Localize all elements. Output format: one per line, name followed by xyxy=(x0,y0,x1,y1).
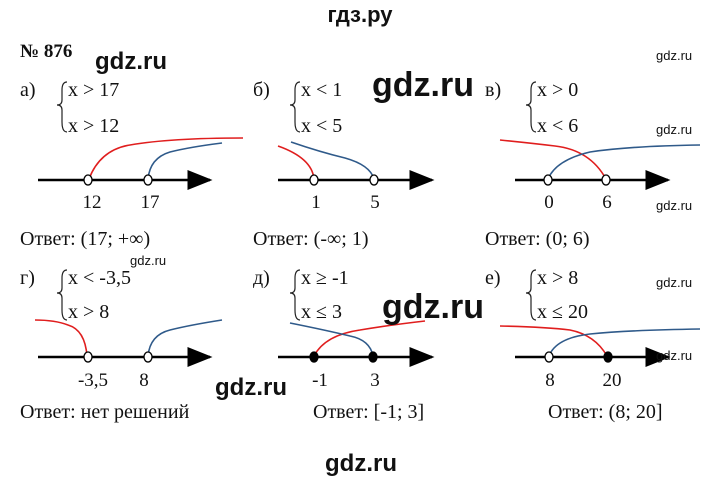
open-point xyxy=(143,174,153,186)
watermark: gdz.ru xyxy=(215,374,287,401)
label-d: д) xyxy=(253,267,270,289)
brace-d xyxy=(289,269,301,321)
watermark: gdz.ru xyxy=(382,288,484,326)
ineq-d-2: x ≤ 3 xyxy=(301,301,342,323)
answer-v: Ответ: (0; 6) xyxy=(485,228,590,250)
answer-d: Ответ: [-1; 3] xyxy=(313,401,425,423)
brace-b xyxy=(289,81,301,133)
tick-label: 8 xyxy=(139,370,149,391)
tick-label: 1 xyxy=(311,192,321,213)
brace-g xyxy=(56,269,68,321)
tick-label: 20 xyxy=(602,370,622,391)
open-point xyxy=(544,351,554,363)
label-g: г) xyxy=(20,267,35,289)
tick-label: -3,5 xyxy=(77,370,109,391)
watermark: gdz.ru xyxy=(95,48,167,75)
tick-label: 0 xyxy=(544,192,554,213)
tick-label: -1 xyxy=(312,370,328,391)
tick-label: 5 xyxy=(370,192,380,213)
watermark: gdz.ru xyxy=(130,253,167,268)
brace-v xyxy=(525,81,537,133)
brace-a xyxy=(56,81,68,133)
ineq-d-1: x ≥ -1 xyxy=(301,267,349,289)
blue-arcs xyxy=(147,141,701,357)
label-b: б) xyxy=(253,79,270,101)
tick-label: 8 xyxy=(545,370,555,391)
watermark: gdz.ru xyxy=(656,348,693,363)
site-header: гдз.ру xyxy=(327,2,393,27)
open-point xyxy=(601,174,611,186)
filled-point xyxy=(603,351,613,363)
open-point xyxy=(309,174,319,186)
tick-label: 12 xyxy=(82,192,102,213)
ineq-g-1: x < -3,5 xyxy=(68,267,131,289)
label-e: е) xyxy=(485,267,501,289)
system-braces xyxy=(56,81,537,321)
filled-point xyxy=(368,351,378,363)
ineq-g-2: x > 8 xyxy=(68,301,110,323)
watermark: gdz.ru xyxy=(656,122,693,137)
points xyxy=(83,174,613,363)
tick-label: 3 xyxy=(370,370,380,391)
watermark: gdz.ru xyxy=(372,66,474,104)
filled-point xyxy=(309,351,319,363)
open-point xyxy=(369,174,379,186)
open-point xyxy=(143,351,153,363)
answer-e: Ответ: (8; 20] xyxy=(548,401,663,423)
watermark: gdz.ru xyxy=(656,48,693,63)
answer-g: Ответ: нет решений xyxy=(20,401,190,423)
ineq-a-2: x > 12 xyxy=(68,115,120,137)
open-point xyxy=(83,174,93,186)
label-a: а) xyxy=(20,79,36,101)
open-point xyxy=(83,351,93,363)
watermark: gdz.ru xyxy=(656,198,693,213)
brace-e xyxy=(525,269,537,321)
ineq-b-1: x < 1 xyxy=(301,79,343,101)
watermark: gdz.ru xyxy=(656,275,693,290)
problem-number: № 876 xyxy=(20,41,73,62)
ineq-a-1: x > 17 xyxy=(68,79,120,101)
axes xyxy=(38,170,671,367)
tick-label: 6 xyxy=(602,192,612,213)
tick-label: 17 xyxy=(140,192,160,213)
ineq-v-1: x > 0 xyxy=(537,79,579,101)
open-point xyxy=(543,174,553,186)
ineq-b-2: x < 5 xyxy=(301,115,343,137)
label-v: в) xyxy=(485,79,502,101)
ineq-e-1: x > 8 xyxy=(537,267,579,289)
watermark: gdz.ru xyxy=(325,450,397,477)
answer-a: Ответ: (17; +∞) xyxy=(20,228,151,250)
ineq-v-2: x < 6 xyxy=(537,115,579,137)
answer-b: Ответ: (-∞; 1) xyxy=(253,228,369,250)
ineq-e-2: x ≤ 20 xyxy=(537,301,588,323)
